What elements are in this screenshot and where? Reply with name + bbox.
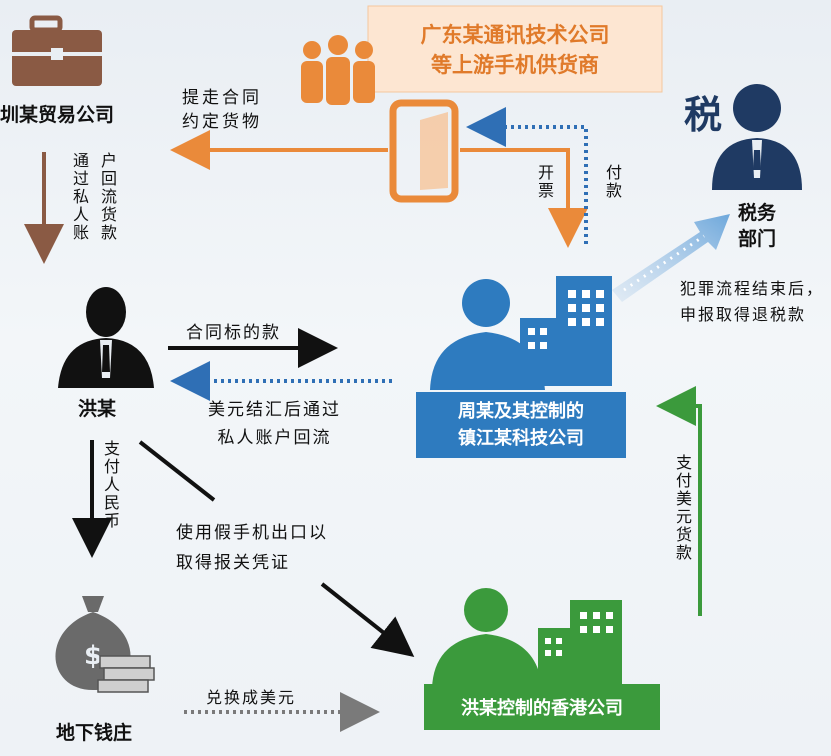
contract-money-label: 合同标的款 (186, 323, 281, 343)
contract-goods-label: 提走合同 约定货物 (182, 86, 262, 134)
supplier-line-2: 等上游手机供货商 (431, 53, 599, 77)
svg-text:$: $ (84, 641, 102, 671)
arrow-fake-export-b (320, 582, 415, 657)
tax-glyph: 税 (684, 93, 723, 137)
crime-end-line-2: 申报取得退税款 (680, 305, 807, 324)
money-house-label: 地下钱庄 (56, 722, 133, 744)
supplier-node (301, 5, 663, 203)
usd-return-label: 美元结汇后通过 私人账户回流 (208, 396, 341, 452)
briefcase-icon (12, 15, 102, 86)
hk-building-icon (432, 588, 622, 688)
exchange-label: 兑换成美元 (206, 688, 297, 707)
arrow-tax-refund (612, 214, 730, 302)
tax-officer-icon (712, 84, 802, 190)
arrow-payment (466, 107, 588, 244)
zhenjiang-box (416, 392, 626, 458)
tax-dept-line-2: 部门 (738, 228, 777, 250)
invoice-label: 开票 (535, 164, 554, 200)
usd-return-line-2: 私人账户回流 (217, 428, 332, 448)
contract-goods-line-2: 约定货物 (182, 112, 262, 132)
zhenjiang-label: 周某及其控制的 镇江某科技公司 (416, 392, 626, 458)
zhenjiang-line-2: 镇江某科技公司 (458, 428, 584, 449)
zhenjiang-building-icon (430, 276, 612, 390)
tax-dept-label: 税务 部门 (738, 200, 776, 252)
trade-company-label: 圳某贸易公司 (0, 104, 115, 126)
arrow-pay-usd (656, 386, 702, 616)
contract-goods-line-1: 提走合同 (182, 88, 262, 108)
people-icon (301, 35, 375, 105)
crime-end-label: 犯罪流程结束后， 申报取得退税款 (680, 276, 831, 328)
phone-icon (389, 99, 459, 203)
arrow-fake-export-a (138, 440, 216, 502)
hk-company-box (424, 684, 660, 730)
hong-person-icon (58, 287, 154, 388)
supplier-label: 广东某通讯技术公司 等上游手机供货商 (368, 10, 662, 90)
arrow-invoice (460, 148, 588, 248)
pay-usd-label: 支付美元货款 (673, 454, 692, 562)
payment-label: 付款 (603, 164, 622, 200)
fake-export-line-2: 取得报关凭证 (176, 553, 290, 573)
supplier-box (367, 5, 663, 93)
hk-company-label: 洪某控制的香港公司 (461, 698, 623, 719)
pay-rmb-label: 支付人民币 (101, 440, 120, 530)
return-col-2: 通过私人账 (70, 152, 89, 242)
fake-export-label: 使用假手机出口以 取得报关凭证 (176, 518, 328, 578)
usd-return-line-1: 美元结汇后通过 (208, 400, 341, 420)
crime-end-line-1: 犯罪流程结束后， (680, 279, 825, 298)
return-col-1: 户回流货款 (98, 152, 117, 242)
zhenjiang-line-1: 周某及其控制的 (458, 401, 584, 422)
supplier-line-1: 广东某通讯技术公司 (420, 23, 610, 47)
money-bag-icon: $ (55, 596, 155, 693)
tax-dept-line-1: 税务 (738, 202, 777, 224)
fake-export-line-1: 使用假手机出口以 (176, 523, 328, 543)
hong-label: 洪某 (78, 398, 117, 420)
